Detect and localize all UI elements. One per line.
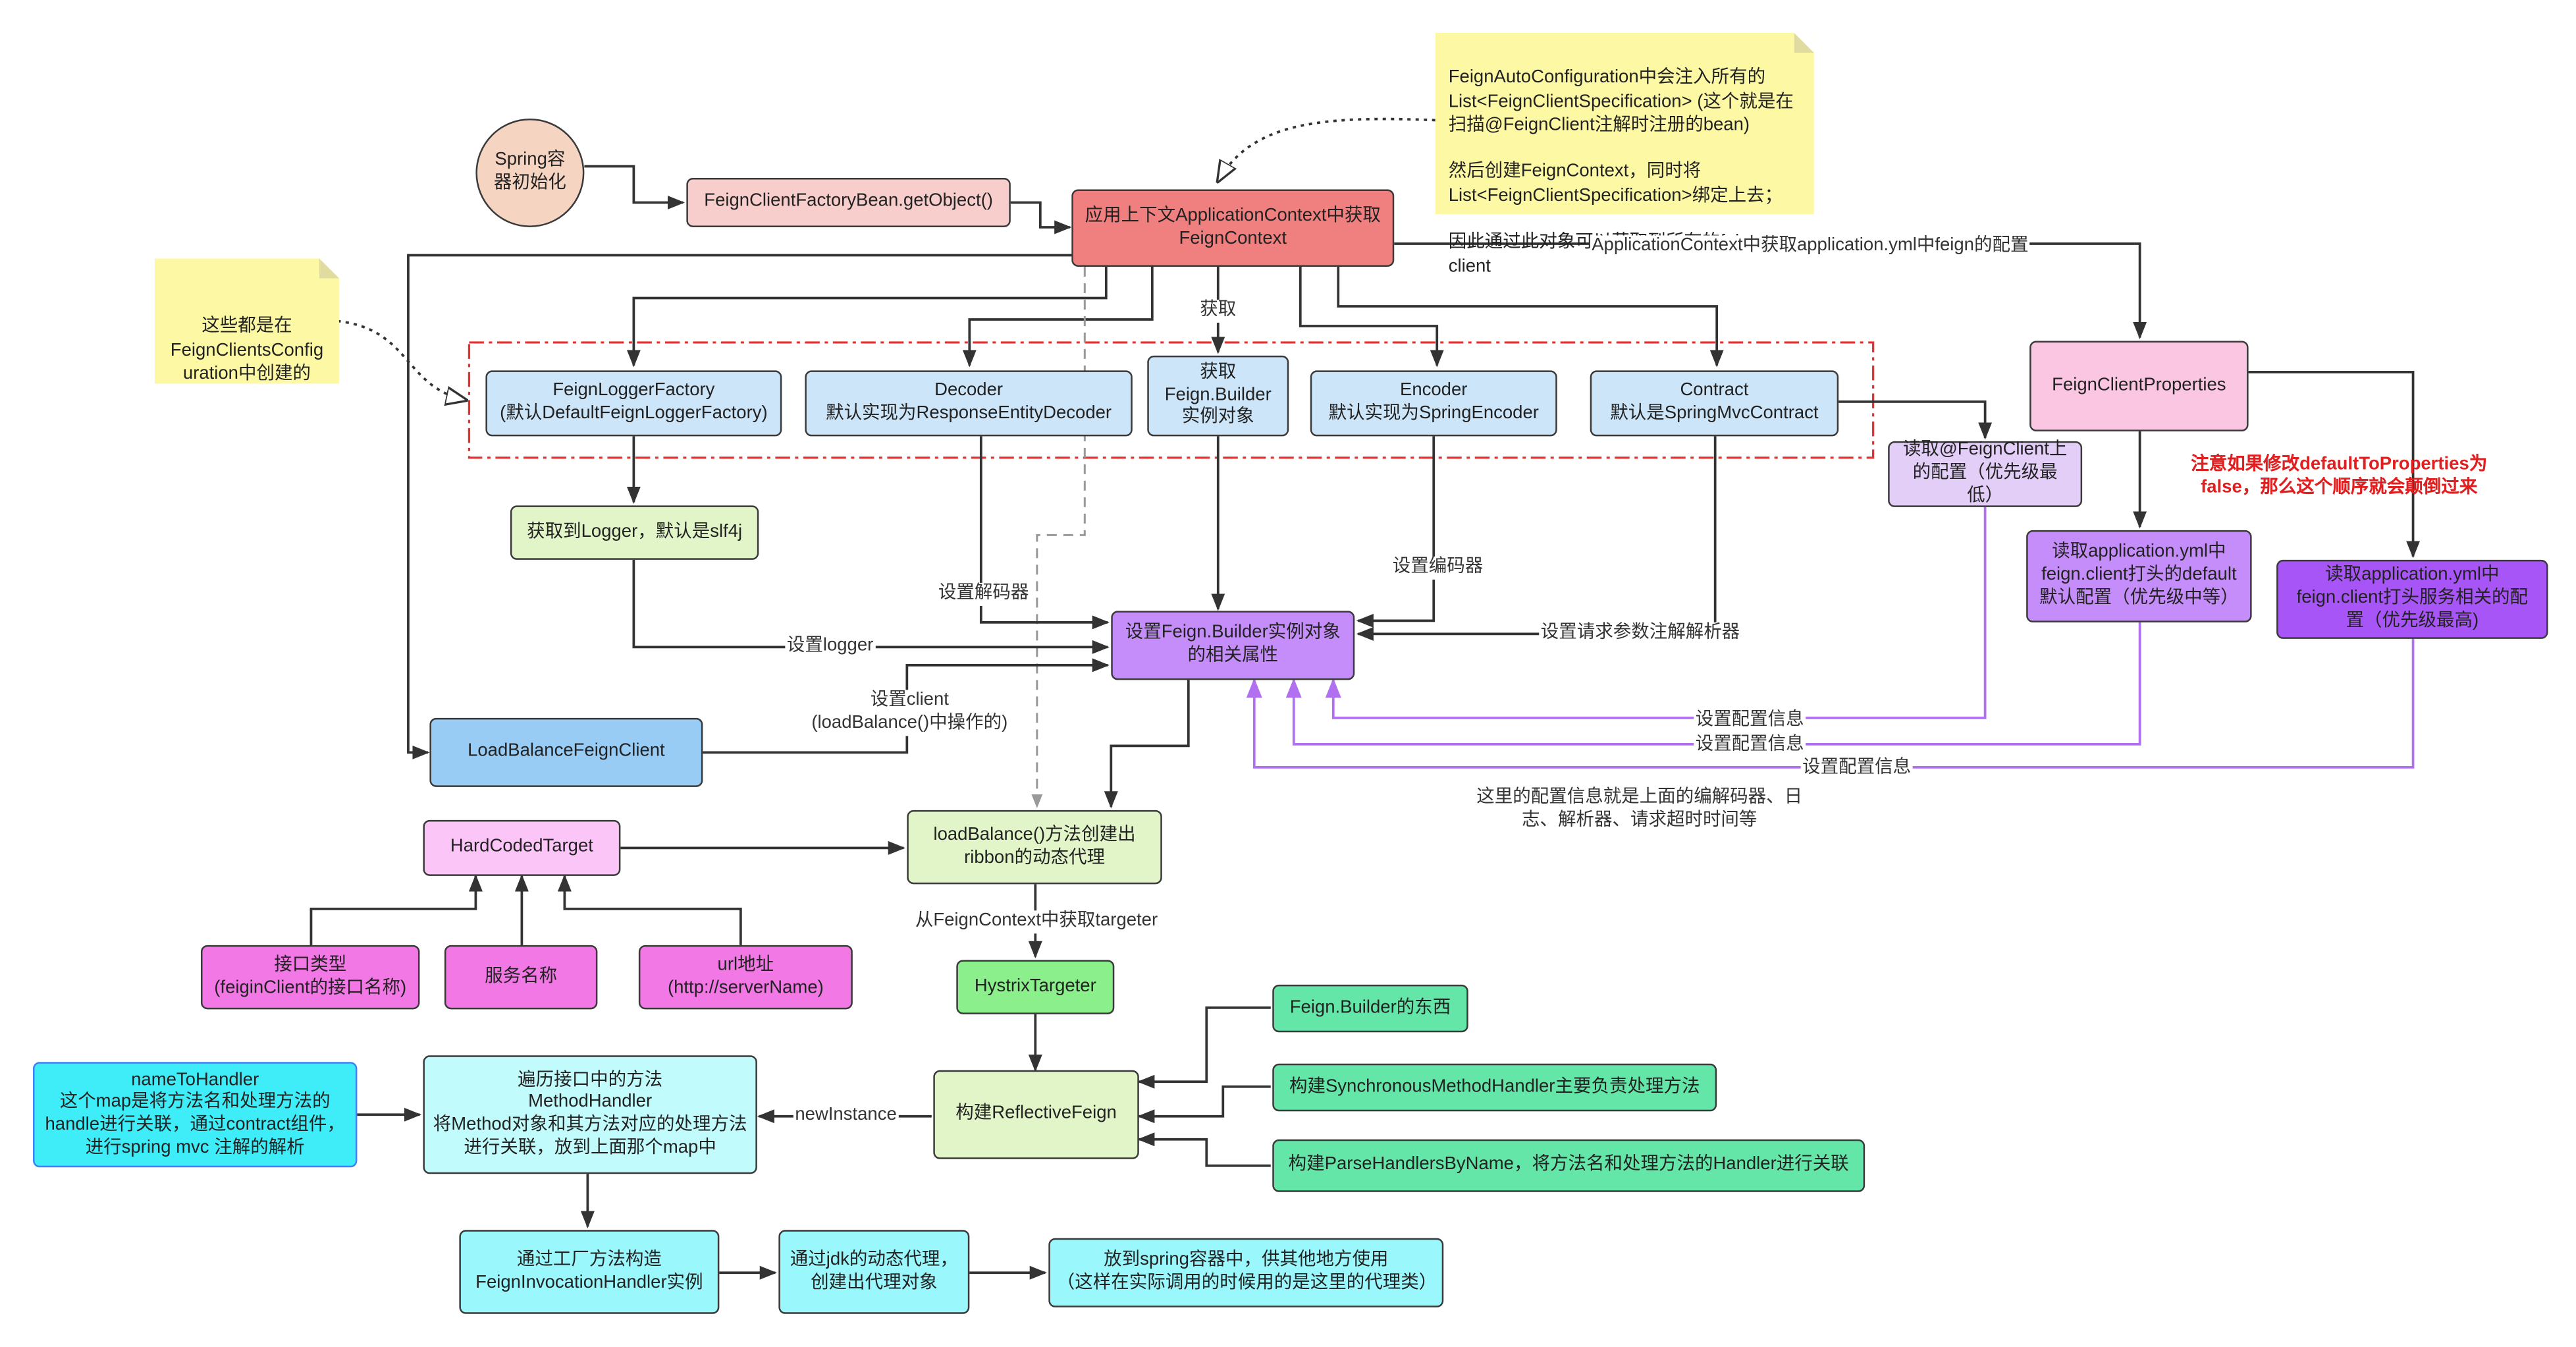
created-in-note: 这些都是在 FeignClientsConfig uration中创建的 <box>154 258 339 384</box>
contract-label: Contract 默认是SpringMvcContract <box>1610 381 1819 424</box>
hystrix-targeter-label: HystrixTargeter <box>974 976 1096 996</box>
reflective-feign-node: 构建ReflectiveFeign <box>933 1070 1139 1159</box>
jdk-proxy-node: 通过jdk的动态代理， 创建出代理对象 <box>778 1230 970 1314</box>
hardcoded-target-label: HardCodedTarget <box>450 837 593 857</box>
set-client-label: 设置client (loadBalance()中操作的) <box>809 690 1009 736</box>
interface-type-label: 接口类型 (feiginClient的接口名称) <box>214 954 407 997</box>
config-description-label: 这里的配置信息就是上面的编解码器、日 志、解析器、请求超时时间等 <box>1476 786 1803 830</box>
hardcoded-target-node: HardCodedTarget <box>423 819 621 876</box>
name-to-handler-label: nameToHandler 这个map是将方法名和处理方法的 handle进行关… <box>45 1069 345 1157</box>
iterate-methods-node: 遍历接口中的方法 MethodHandler 将Method对象和其方法对应的处… <box>423 1055 757 1174</box>
lb-client-node: LoadBalanceFeignClient <box>429 717 703 787</box>
url-address-node: url地址 (http://serverName) <box>638 945 853 1010</box>
logger-node: 获取到Logger，默认是slf4j <box>510 505 759 560</box>
iterate-methods-label: 遍历接口中的方法 MethodHandler 将Method对象和其方法对应的处… <box>433 1069 747 1157</box>
auto-config-note: FeignAutoConfiguration中会注入所有的 List<Feign… <box>1435 32 1814 276</box>
set-logger-label: 设置logger <box>785 635 875 659</box>
parse-handlers-label: 构建ParseHandlersByName，将方法名和处理方法的Handler进… <box>1288 1154 1849 1174</box>
parse-handlers-node: 构建ParseHandlersByName，将方法名和处理方法的Handler进… <box>1272 1139 1865 1192</box>
spring-init-label: Spring容 器初始化 <box>493 150 566 193</box>
logger-factory-node: FeignLoggerFactory (默认DefaultFeignLogger… <box>485 370 782 437</box>
sync-handler-label: 构建SynchronousMethodHandler主要负责处理方法 <box>1289 1076 1700 1096</box>
set-config-label-1: 设置配置信息 <box>1694 709 1806 732</box>
builder-props-label: 设置Feign.Builder实例对象 的相关属性 <box>1125 622 1341 665</box>
read-default-label: 读取application.yml中 feign.client打头的defaul… <box>2039 542 2239 608</box>
set-decoder-label: 设置解码器 <box>936 582 1031 606</box>
client-properties-label: FeignClientProperties <box>2052 374 2226 395</box>
sync-handler-node: 构建SynchronousMethodHandler主要负责处理方法 <box>1272 1063 1717 1112</box>
client-properties-node: FeignClientProperties <box>2029 341 2249 431</box>
reflective-feign-label: 构建ReflectiveFeign <box>955 1103 1117 1124</box>
warning-label: 注意如果修改defaultToProperties为 false，那么这个顺序就… <box>2191 454 2488 497</box>
contract-node: Contract 默认是SpringMvcContract <box>1590 370 1839 437</box>
builder-stuff-node: Feign.Builder的东西 <box>1272 984 1468 1033</box>
feign-context-label: 应用上下文ApplicationContext中获取 FeignContext <box>1085 205 1381 248</box>
read-annotation-label: 读取@FeignClient上 的配置（优先级最 低） <box>1902 440 2068 506</box>
builder-get-label: 获取 Feign.Builder 实例对象 <box>1164 362 1272 427</box>
new-instance-label: newInstance <box>793 1105 899 1128</box>
builder-props-node: 设置Feign.Builder实例对象 的相关属性 <box>1111 611 1355 680</box>
spring-init-node: Spring容 器初始化 <box>475 118 585 227</box>
feign-context-node: 应用上下文ApplicationContext中获取 FeignContext <box>1071 189 1395 267</box>
service-name-label: 服务名称 <box>485 966 558 986</box>
set-config-label-2: 设置配置信息 <box>1694 734 1806 757</box>
lb-client-label: LoadBalanceFeignClient <box>468 741 665 761</box>
builder-stuff-label: Feign.Builder的东西 <box>1289 997 1451 1017</box>
get-label: 获取 <box>1198 299 1238 323</box>
get-targeter-label: 从FeignContext中获取targeter <box>913 910 1160 933</box>
invocation-handler-node: 通过工厂方法构造 FeignInvocationHandler实例 <box>459 1230 720 1314</box>
read-annotation-node: 读取@FeignClient上 的配置（优先级最 低） <box>1888 440 2083 507</box>
encoder-label: Encoder 默认实现为SpringEncoder <box>1328 381 1539 424</box>
load-balance-label: loadBalance()方法创建出 ribbon的动态代理 <box>933 824 1136 867</box>
url-address-label: url地址 (http://serverName) <box>667 954 824 997</box>
decoder-label: Decoder 默认实现为ResponseEntityDecoder <box>826 381 1112 424</box>
decoder-node: Decoder 默认实现为ResponseEntityDecoder <box>805 370 1133 437</box>
read-yml-config-label: ApplicationContext中获取application.yml中fei… <box>1590 235 2030 258</box>
builder-get-node: 获取 Feign.Builder 实例对象 <box>1147 355 1289 437</box>
spring-container-label: 放到spring容器中，供其他地方使用 （这样在实际调用的时候用的是这里的代理类… <box>1056 1250 1437 1293</box>
encoder-node: Encoder 默认实现为SpringEncoder <box>1310 370 1557 437</box>
set-contract-label: 设置请求参数注解解析器 <box>1539 622 1742 646</box>
factory-bean-node: FeignClientFactoryBean.getObject() <box>686 177 1011 227</box>
service-name-node: 服务名称 <box>444 945 598 1010</box>
set-encoder-label: 设置编码器 <box>1391 556 1485 580</box>
set-config-label-3: 设置配置信息 <box>1800 757 1913 781</box>
load-balance-node: loadBalance()方法创建出 ribbon的动态代理 <box>907 810 1162 885</box>
read-service-label: 读取application.yml中 feign.client打头服务相关的配 … <box>2296 565 2529 631</box>
hystrix-targeter-node: HystrixTargeter <box>956 960 1115 1014</box>
read-service-node: 读取application.yml中 feign.client打头服务相关的配 … <box>2276 559 2548 639</box>
jdk-proxy-label: 通过jdk的动态代理， 创建出代理对象 <box>790 1249 958 1292</box>
spring-container-node: 放到spring容器中，供其他地方使用 （这样在实际调用的时候用的是这里的代理类… <box>1048 1238 1444 1307</box>
logger-label: 获取到Logger，默认是slf4j <box>527 521 743 541</box>
name-to-handler-node: nameToHandler 这个map是将方法名和处理方法的 handle进行关… <box>32 1062 358 1168</box>
invocation-handler-label: 通过工厂方法构造 FeignInvocationHandler实例 <box>475 1249 703 1292</box>
read-default-node: 读取application.yml中 feign.client打头的defaul… <box>2026 530 2252 622</box>
logger-factory-label: FeignLoggerFactory (默认DefaultFeignLogger… <box>500 381 768 424</box>
interface-type-node: 接口类型 (feiginClient的接口名称) <box>200 945 420 1010</box>
factory-bean-label: FeignClientFactoryBean.getObject() <box>704 191 993 211</box>
